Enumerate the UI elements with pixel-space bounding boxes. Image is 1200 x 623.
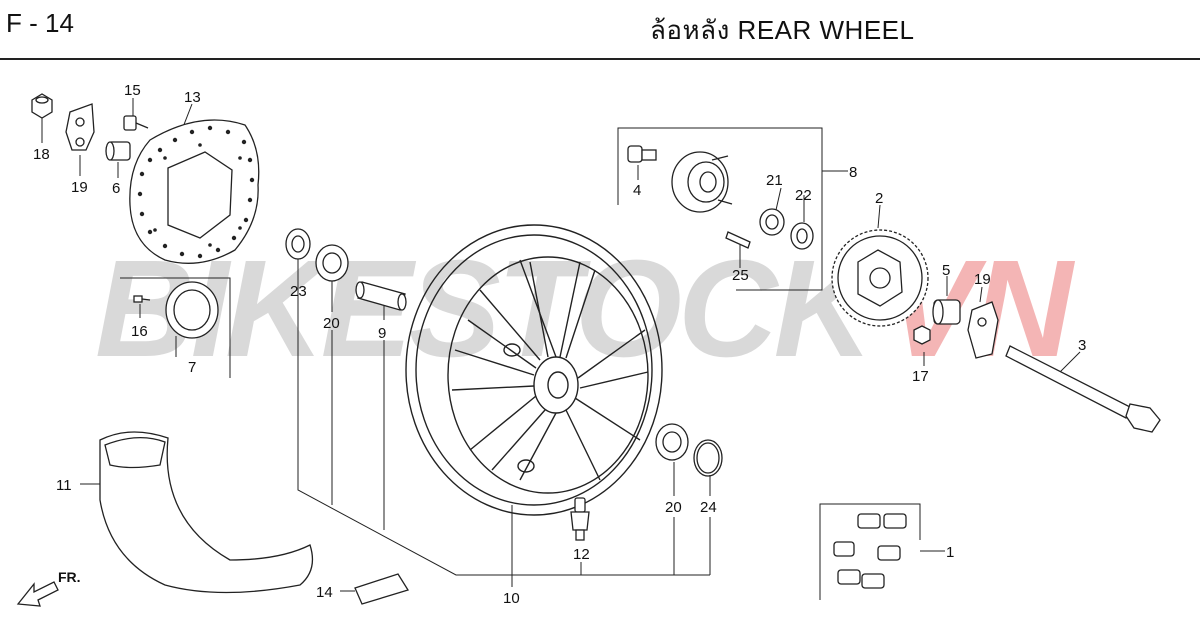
callout-19-left: 19 [71, 179, 88, 196]
stud-bolt-icon [627, 145, 657, 163]
balance-weight-icon [833, 513, 907, 589]
leader-lines [41, 98, 1081, 600]
distance-collar-icon [355, 281, 407, 311]
callout-20-bottom: 20 [665, 499, 682, 516]
axle-nut-icon [913, 325, 931, 345]
callout-17: 17 [912, 368, 929, 385]
callout-13: 13 [184, 89, 201, 106]
callout-3: 3 [1078, 337, 1086, 354]
callout-12: 12 [573, 546, 590, 563]
callout-6: 6 [112, 180, 120, 197]
pulser-ring-icon [165, 281, 219, 339]
rear-hub-icon [671, 151, 733, 213]
rear-wheel-icon [405, 224, 663, 516]
callout-10: 10 [503, 590, 520, 607]
collar-icon [105, 141, 131, 161]
stud-icon [725, 231, 751, 249]
front-direction-arrow-icon [16, 581, 59, 607]
callout-2: 2 [875, 190, 883, 207]
page-title: ล้อหลัง REAR WHEEL [650, 15, 915, 45]
page-code: F - 14 [6, 8, 74, 38]
callout-11: 11 [56, 477, 72, 494]
bearing-icon [315, 244, 349, 282]
o-ring-icon [693, 439, 723, 477]
page-header: F - 14 ล้อหลัง REAR WHEEL [0, 0, 1200, 58]
header-divider [0, 58, 1200, 60]
callout-8: 8 [849, 164, 857, 181]
air-valve-icon [570, 497, 590, 541]
callout-1: 1 [946, 544, 954, 561]
callout-25: 25 [732, 267, 749, 284]
front-direction-label: FR. [58, 569, 81, 585]
screw-icon [133, 295, 151, 303]
sprocket-icon [831, 229, 929, 327]
callout-24: 24 [700, 499, 717, 516]
flange-nut-icon [31, 93, 53, 119]
callout-7: 7 [188, 359, 196, 376]
brake-disc-icon [129, 119, 260, 264]
caliper-bracket-icon [65, 103, 95, 151]
oil-seal-icon [790, 222, 814, 250]
collar-icon [932, 299, 961, 325]
callout-18: 18 [33, 146, 50, 163]
callout-23: 23 [290, 283, 307, 300]
callout-14: 14 [316, 584, 333, 601]
rim-band-icon [99, 431, 314, 594]
label-sticker-icon [354, 573, 410, 605]
callout-19-right: 19 [974, 271, 991, 288]
dust-seal-icon [285, 228, 311, 260]
callout-5: 5 [942, 262, 950, 279]
callout-15: 15 [124, 82, 141, 99]
callout-21: 21 [766, 172, 783, 189]
callout-9: 9 [378, 325, 386, 342]
callout-20-top: 20 [323, 315, 340, 332]
callout-labels: 1 2 3 4 5 6 7 8 9 10 11 12 13 14 15 16 1… [33, 82, 1086, 607]
callout-4: 4 [633, 182, 641, 199]
rear-axle-icon [1005, 345, 1161, 433]
bolt-icon [123, 115, 149, 131]
bearing-icon [759, 208, 785, 236]
chain-adjuster-icon [967, 301, 999, 359]
bearing-icon [655, 423, 689, 461]
watermark-text: BIKESTOCK [95, 232, 873, 386]
callout-22: 22 [795, 187, 812, 204]
callout-16: 16 [131, 323, 148, 340]
